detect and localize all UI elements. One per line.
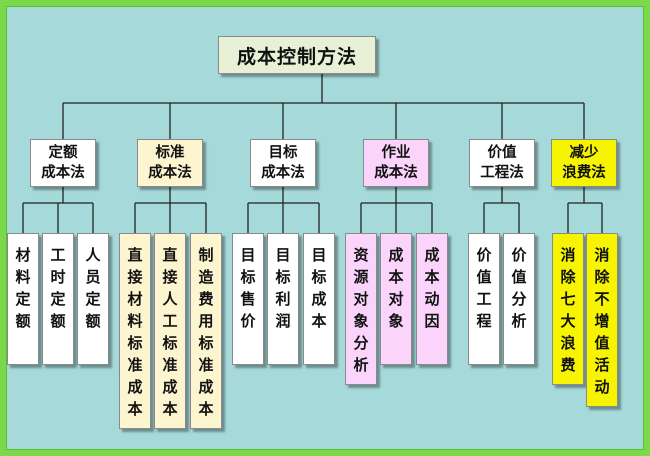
category-label: 定额成本法 xyxy=(41,143,85,183)
method-node: 目标售价 xyxy=(232,233,264,365)
category-label: 目标成本法 xyxy=(261,143,305,183)
method-node: 成本对象 xyxy=(380,233,412,365)
category-node-c1: 定额成本法 xyxy=(30,139,96,187)
category-label-line: 价值 xyxy=(487,145,517,161)
category-label-line: 成本法 xyxy=(374,165,418,181)
category-label: 标准成本法 xyxy=(148,143,192,183)
method-node: 直接人工标准成本 xyxy=(154,233,186,429)
method-node: 价值工程 xyxy=(468,233,500,365)
category-node-c5: 价值工程法 xyxy=(469,139,535,187)
category-label-line: 成本法 xyxy=(41,165,85,181)
method-node: 目标利润 xyxy=(267,233,299,365)
method-node: 消除七大浪费 xyxy=(552,233,584,385)
category-node-c4: 作业成本法 xyxy=(363,139,429,187)
method-node: 工时定额 xyxy=(42,233,74,365)
method-node: 价值分析 xyxy=(503,233,535,365)
category-label-line: 工程法 xyxy=(480,165,524,181)
method-node: 材料定额 xyxy=(7,233,39,365)
category-label: 减少浪费法 xyxy=(562,143,606,183)
method-node: 成本动因 xyxy=(416,233,448,365)
category-node-c3: 目标成本法 xyxy=(250,139,316,187)
category-label: 作业成本法 xyxy=(374,143,418,183)
method-node: 目标成本 xyxy=(303,233,335,365)
root-node: 成本控制方法 xyxy=(218,36,376,74)
category-label-line: 目标 xyxy=(268,145,298,161)
category-label-line: 作业 xyxy=(381,145,411,161)
method-node: 资源对象分析 xyxy=(345,233,377,385)
method-node: 消除不增值活动 xyxy=(586,233,618,407)
category-label-line: 成本法 xyxy=(261,165,305,181)
category-label-line: 成本法 xyxy=(148,165,192,181)
category-label-line: 浪费法 xyxy=(562,165,606,181)
method-node: 制造费用标准成本 xyxy=(190,233,222,429)
method-node: 直接材料标准成本 xyxy=(119,233,151,429)
category-label-line: 定额 xyxy=(48,145,78,161)
method-node: 人员定额 xyxy=(77,233,109,365)
category-label-line: 标准 xyxy=(155,145,185,161)
category-label-line: 减少 xyxy=(569,145,599,161)
category-node-c2: 标准成本法 xyxy=(137,139,203,187)
category-label: 价值工程法 xyxy=(480,143,524,183)
category-node-c6: 减少浪费法 xyxy=(551,139,617,187)
